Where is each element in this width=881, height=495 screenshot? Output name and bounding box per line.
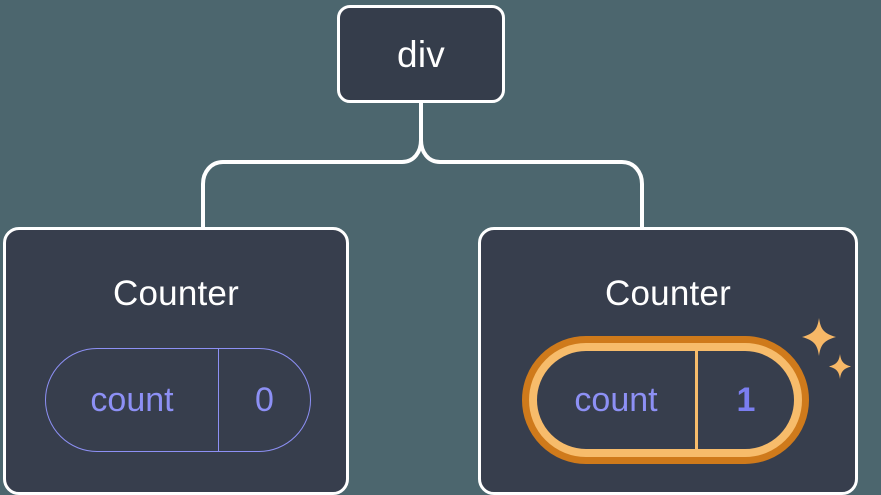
- state-value-label-right: 1: [736, 381, 756, 419]
- card-counter-left[interactable]: Counter count 0: [3, 227, 349, 495]
- state-key-label-right: count: [574, 381, 658, 419]
- state-value-cell-right: 1: [698, 351, 794, 449]
- state-key-cell-right: count: [537, 351, 698, 449]
- state-value-cell-left: 0: [219, 349, 310, 451]
- state-pill-left[interactable]: count 0: [45, 348, 311, 452]
- state-key-label-left: count: [90, 381, 174, 419]
- card-counter-right[interactable]: Counter count 1: [478, 227, 858, 495]
- node-div[interactable]: div: [337, 5, 505, 103]
- node-div-label: div: [397, 33, 445, 75]
- state-pill-right[interactable]: count 1: [522, 336, 809, 464]
- state-key-cell-left: count: [46, 349, 219, 451]
- state-pill-inner: count 1: [529, 343, 802, 457]
- connector-branch-left: [201, 139, 423, 227]
- connector-branch-right: [419, 139, 644, 227]
- card-title-left: Counter: [113, 274, 239, 313]
- card-title-right: Counter: [605, 274, 731, 313]
- state-value-label-left: 0: [255, 381, 274, 419]
